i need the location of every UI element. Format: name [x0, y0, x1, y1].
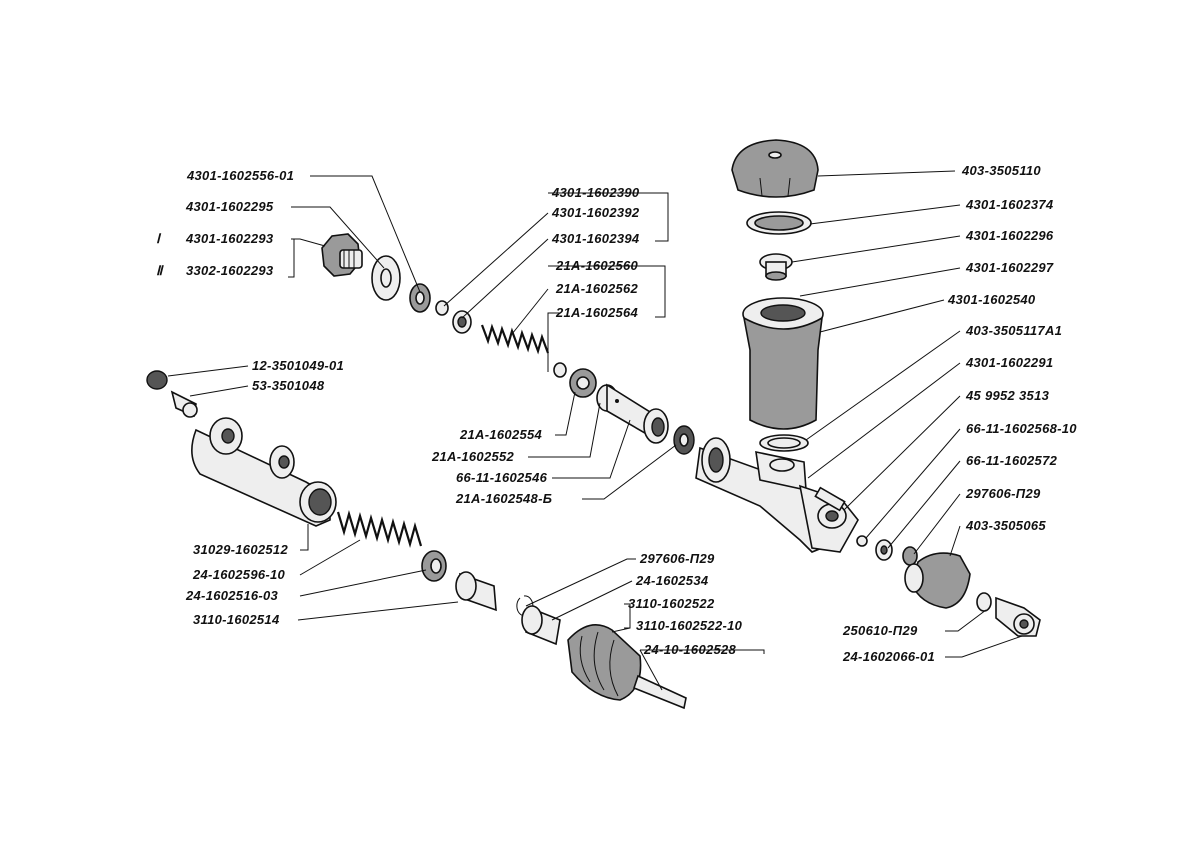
- ring-part: [409, 283, 431, 313]
- part-label: 297606-П29: [965, 486, 1041, 501]
- slave-cup-part: [421, 550, 447, 582]
- part-label: 24-1602596-10: [192, 567, 286, 582]
- washer-right-part: [875, 539, 893, 561]
- pin-part: [856, 535, 868, 547]
- part-label: 4301-1602295: [185, 199, 274, 214]
- part-label: 12-3501049-01: [252, 358, 344, 373]
- piston-spring-part: [480, 323, 550, 355]
- reservoir-gasket-part: [759, 434, 809, 452]
- part-label: 4301-1602390: [551, 185, 640, 200]
- part-label: 24-1602534: [635, 573, 709, 588]
- variant-marker: Ⅱ: [156, 263, 164, 278]
- seal-part: [435, 300, 472, 334]
- reservoir-part: [742, 297, 824, 430]
- part-label: 66-11-1602546: [456, 470, 548, 485]
- part-label: 4301-1602392: [551, 205, 640, 220]
- piston-cup-part: [569, 368, 597, 398]
- filter-screen-part: [746, 211, 812, 235]
- part-label: 4301-1602297: [965, 260, 1054, 275]
- part-label: 3110-1602522-10: [636, 618, 743, 633]
- bleeder-screw-part: [170, 390, 198, 418]
- hex-plug-part: [321, 233, 363, 277]
- part-label: 21A-1602552: [431, 449, 515, 464]
- part-labels: 4301-1602556-01 4301-1602295 Ⅰ 4301-1602…: [156, 163, 1077, 664]
- part-label: 4301-1602374: [965, 197, 1054, 212]
- part-label: 21A-1602562: [555, 281, 639, 296]
- slave-piston-part: [455, 571, 497, 612]
- part-label: 21A-1602554: [459, 427, 543, 442]
- fork-part: [995, 596, 1041, 637]
- part-label: 31029-1602512: [193, 542, 288, 557]
- part-label: 21A-1602560: [555, 258, 639, 273]
- protective-cap-part: [904, 552, 971, 609]
- part-label: 45 9952 3513: [965, 388, 1050, 403]
- slave-spring-part: [336, 510, 423, 548]
- part-label: 3302-1602293: [186, 263, 274, 278]
- part-label: 24-1602066-01: [842, 649, 935, 664]
- leader-lines: [167, 170, 1023, 691]
- part-label: 4301-1602540: [947, 292, 1036, 307]
- washer-part: [371, 255, 401, 301]
- reservoir-valve-part: [759, 253, 793, 281]
- bleeder-cap-part: [146, 370, 168, 390]
- bushing-part: [976, 592, 992, 612]
- part-label: 403-3505110: [961, 163, 1041, 178]
- spring-seat-part: [553, 362, 567, 378]
- part-label: 3110-1602522: [628, 596, 715, 611]
- part-label: 403-3505065: [965, 518, 1046, 533]
- part-label: 53-3501048: [252, 378, 325, 393]
- push-rod-part: [633, 674, 687, 710]
- part-label: 24-10-1602528: [643, 642, 737, 657]
- seal-ring-part: [673, 425, 695, 455]
- part-label: 297606-П29: [639, 551, 715, 566]
- part-label: 66-11-1602568-10: [966, 421, 1077, 436]
- part-label: 4301-1602291: [965, 355, 1053, 370]
- boot-part: [567, 624, 642, 701]
- ring-right-part: [902, 546, 918, 566]
- piston-part: [596, 383, 669, 444]
- part-label: 24-1602516-03: [185, 588, 279, 603]
- part-label: 21A-1602548-Б: [455, 491, 552, 506]
- part-label: 66-11-1602572: [966, 453, 1058, 468]
- part-label: 4301-1602394: [551, 231, 640, 246]
- part-label: 403-3505117А1: [965, 323, 1062, 338]
- part-label: 4301-1602293: [185, 231, 274, 246]
- part-label: 3110-1602514: [193, 612, 280, 627]
- part-label: 4301-1602296: [965, 228, 1054, 243]
- slave-cylinder-body-part: [191, 417, 337, 527]
- part-label: 250610-П29: [842, 623, 918, 638]
- pusher-part: [521, 605, 561, 646]
- reservoir-cap-part: [731, 139, 819, 198]
- bolt-part: [814, 486, 846, 512]
- part-label: 4301-1602556-01: [186, 168, 294, 183]
- variant-marker: Ⅰ: [156, 231, 162, 246]
- part-label: 21A-1602564: [555, 305, 639, 320]
